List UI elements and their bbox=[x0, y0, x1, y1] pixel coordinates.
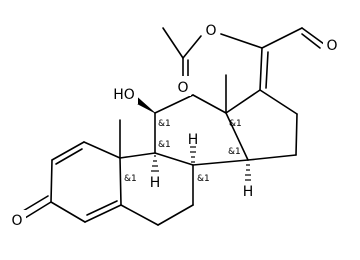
bond-c2-c3 bbox=[50, 159, 53, 203]
bond-c9-c10 bbox=[119, 152, 156, 159]
hydrogen-c8-label: H bbox=[188, 132, 199, 148]
bond-c5-c10 bbox=[119, 157, 122, 206]
ring-c bbox=[154, 74, 249, 166]
bond-c12-c11 bbox=[154, 94, 194, 114]
bond-c20-c21 bbox=[261, 27, 303, 49]
acetate-group bbox=[162, 27, 263, 79]
bond-ester-o-c20 bbox=[220, 33, 263, 49]
bond-c17-c20-double bbox=[265, 51, 269, 89]
bond-c6-c5 bbox=[120, 204, 159, 226]
stereo-label-c9: &1 bbox=[158, 140, 171, 150]
ring-b bbox=[119, 119, 194, 226]
bond-c3-ketone-o bbox=[24, 201, 52, 219]
bond-c1-c2 bbox=[51, 141, 85, 161]
bond-c14-c13 bbox=[225, 112, 249, 161]
ring-a bbox=[22, 141, 122, 223]
bond-c4-c5-double bbox=[86, 200, 118, 216]
hash-bond-c9-h bbox=[151, 155, 159, 172]
ketone-oxygen-label: O bbox=[11, 213, 22, 229]
bond-c9-c8 bbox=[154, 152, 194, 166]
hydroxyl-label: HO bbox=[113, 87, 135, 103]
bond-c3-ketone-o-double bbox=[22, 195, 49, 212]
bond-c17-c20 bbox=[259, 47, 263, 91]
bond-c17-c16 bbox=[259, 89, 298, 115]
ring-d bbox=[225, 89, 298, 161]
hydrogen-c14-label: H bbox=[243, 184, 254, 200]
bond-c16-c15 bbox=[295, 113, 298, 156]
ester-oxygen-label: O bbox=[205, 23, 216, 39]
side-chain bbox=[259, 27, 325, 91]
stereo-label-c10: &1 bbox=[124, 174, 137, 184]
bond-c8-c14 bbox=[192, 159, 249, 166]
bond-c21-aldehyde-o bbox=[301, 27, 325, 45]
bond-c7-c6 bbox=[157, 204, 194, 226]
bond-c1-c2-double bbox=[55, 148, 83, 165]
stereo-label-c13: &1 bbox=[229, 119, 242, 129]
bond-methyl-acyl bbox=[162, 27, 184, 59]
hydrogen-c9-label: H bbox=[150, 175, 161, 191]
stereo-label-c11: &1 bbox=[158, 119, 171, 129]
aldehyde-oxygen-label: O bbox=[326, 38, 337, 54]
bond-c4-c5 bbox=[84, 204, 122, 223]
stereo-descriptors: &1 &1 &1 &1 &1 &1 bbox=[124, 119, 242, 184]
bond-c13-c12 bbox=[192, 94, 227, 114]
bond-c13-c17 bbox=[225, 89, 261, 114]
bond-c3-c4 bbox=[50, 201, 86, 223]
bond-c10-c1 bbox=[83, 141, 121, 159]
hash-bond-c14-h bbox=[245, 164, 251, 181]
atom-labels: O O O HO O H H H bbox=[8, 20, 341, 230]
hash-bond-c8-h bbox=[190, 146, 196, 163]
bond-acyl-ester-o bbox=[182, 35, 202, 59]
bond-c15-c14 bbox=[247, 154, 297, 161]
acetyl-carbonyl-oxygen-label: O bbox=[177, 80, 188, 96]
bond-c21-aldehyde-o-double bbox=[301, 33, 321, 49]
stereo-label-c14: &1 bbox=[228, 147, 241, 157]
stereo-label-c8: &1 bbox=[197, 174, 210, 184]
